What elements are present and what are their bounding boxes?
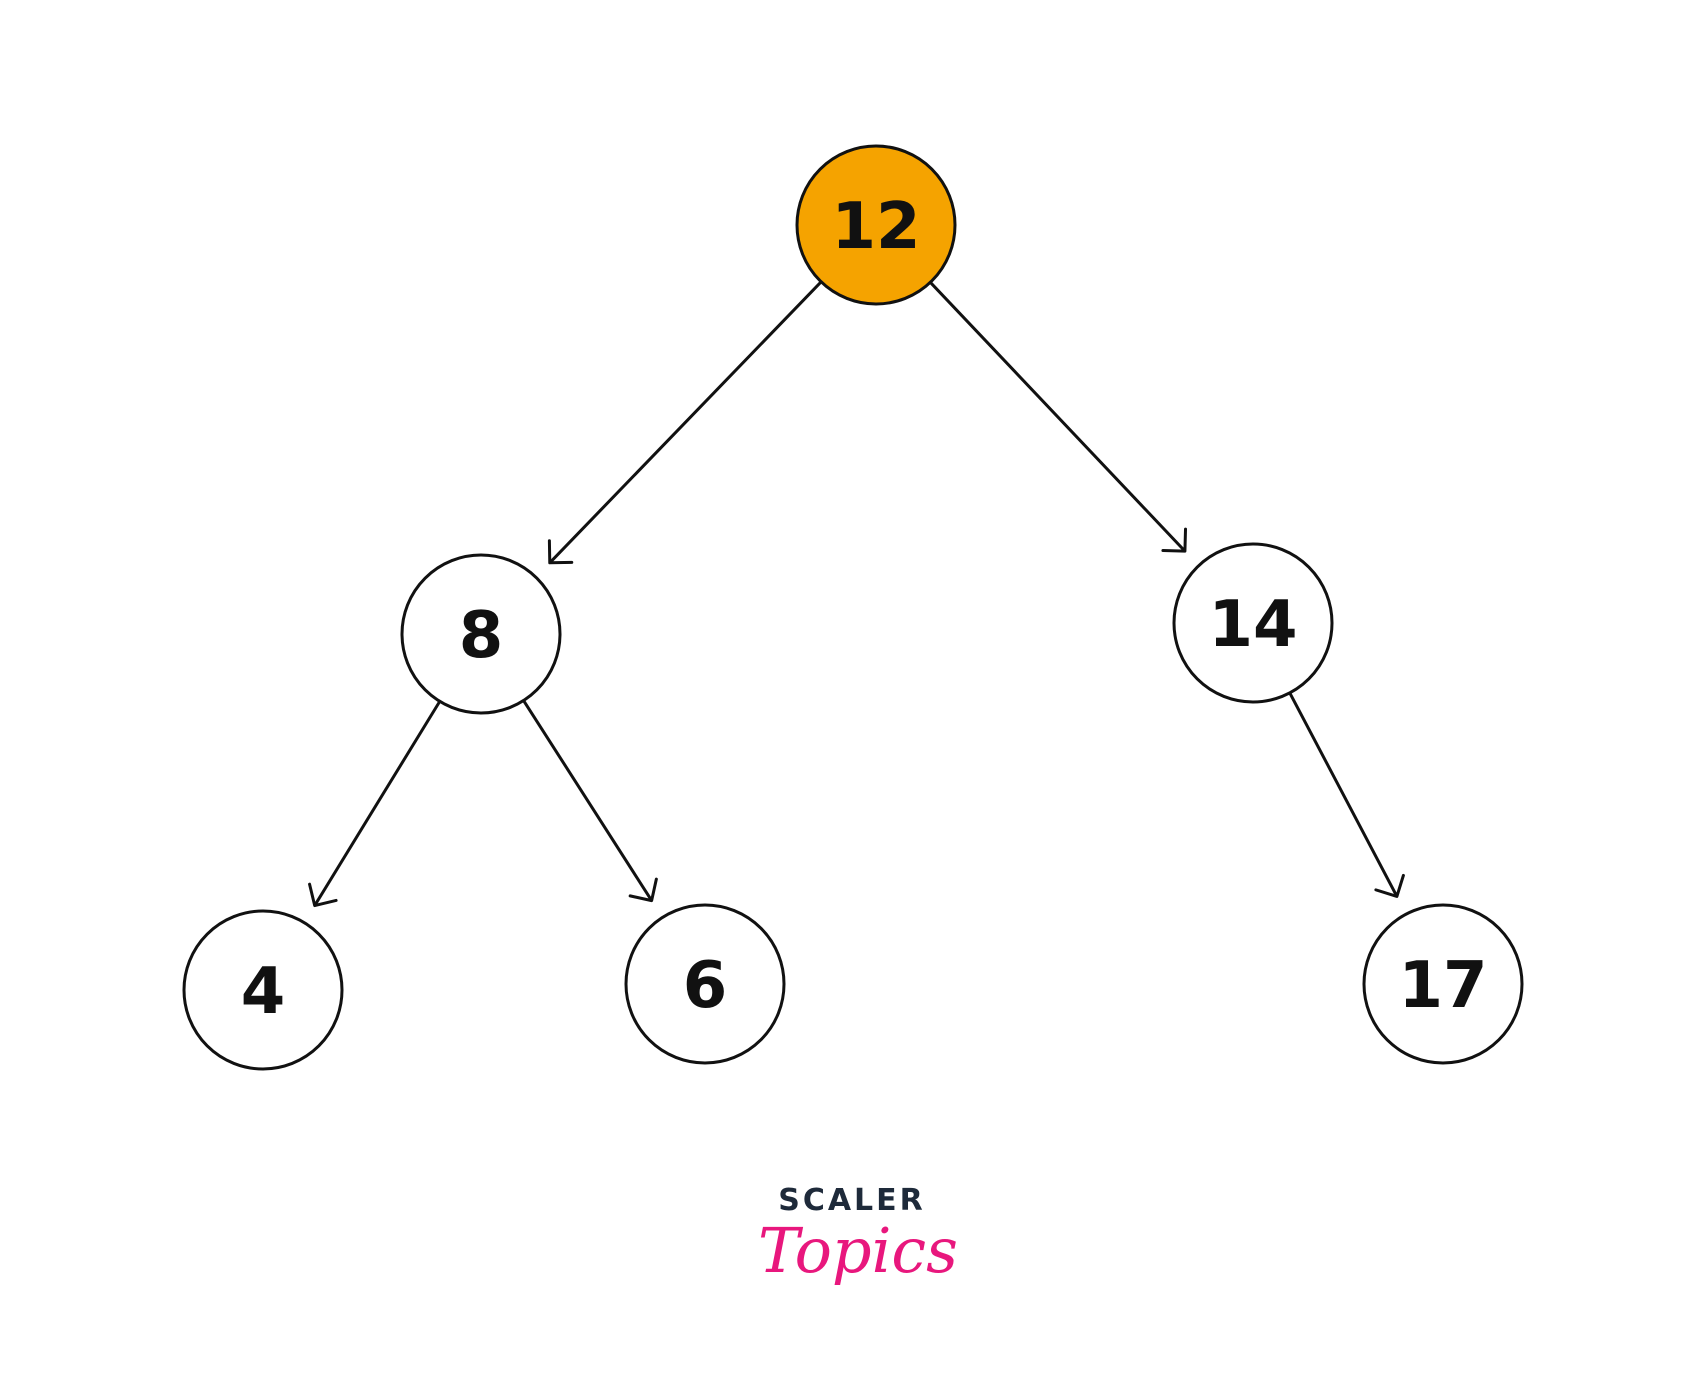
edge-n12-n8 bbox=[547, 281, 822, 565]
scaler-topics-logo: SCALER Topics bbox=[758, 1183, 958, 1287]
node-circle bbox=[795, 144, 957, 306]
node-circle bbox=[624, 903, 786, 1065]
logo-topics-text: Topics bbox=[758, 1214, 958, 1287]
edge-line bbox=[313, 701, 441, 907]
node-value: 8 bbox=[459, 599, 504, 673]
edges-layer bbox=[308, 281, 1405, 908]
edge-line bbox=[1288, 693, 1399, 898]
tree-node-6: 6 bbox=[624, 903, 786, 1065]
logo-scaler-text: SCALER bbox=[778, 1183, 926, 1218]
node-value: 4 bbox=[241, 955, 286, 1029]
tree-node-14: 14 bbox=[1172, 542, 1334, 704]
node-value: 14 bbox=[1208, 588, 1297, 662]
edge-n8-n6 bbox=[522, 700, 658, 903]
node-value: 12 bbox=[831, 190, 920, 264]
tree-node-4: 4 bbox=[182, 909, 344, 1071]
edge-line bbox=[522, 700, 653, 902]
arrowhead-icon bbox=[628, 877, 658, 903]
nodes-layer: 12 8 14 4 6 17 bbox=[182, 144, 1524, 1071]
arrowhead-icon bbox=[547, 539, 574, 565]
edge-line bbox=[929, 282, 1187, 553]
arrowhead-icon bbox=[1374, 873, 1405, 898]
node-circle bbox=[1362, 903, 1524, 1065]
tree-node-12: 12 bbox=[795, 144, 957, 306]
edge-n8-n4 bbox=[308, 701, 441, 908]
edge-n14-n17 bbox=[1288, 693, 1405, 898]
tree-node-17: 17 bbox=[1362, 903, 1524, 1065]
tree-node-8: 8 bbox=[400, 553, 562, 715]
node-circle bbox=[1172, 542, 1334, 704]
node-value: 6 bbox=[683, 949, 728, 1023]
node-circle bbox=[182, 909, 344, 1071]
node-circle bbox=[400, 553, 562, 715]
arrowhead-icon bbox=[308, 882, 338, 908]
edge-line bbox=[548, 281, 822, 564]
arrowhead-icon bbox=[1161, 527, 1188, 553]
node-value: 17 bbox=[1398, 949, 1487, 1023]
edge-n12-n14 bbox=[929, 282, 1188, 553]
